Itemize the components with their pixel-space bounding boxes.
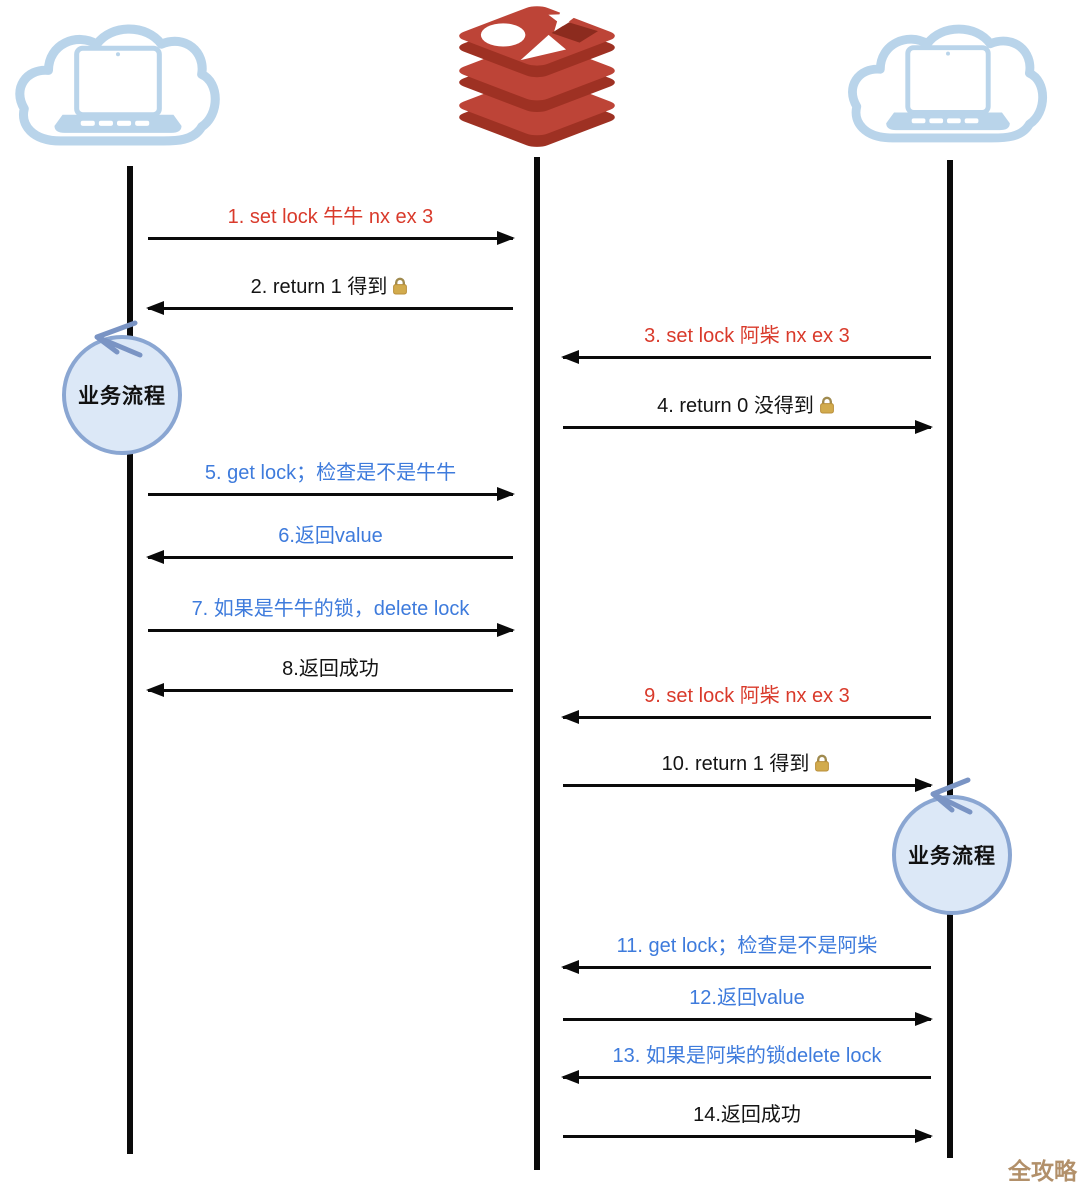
- message-1-arrow: [148, 231, 515, 245]
- message-9-label: 9. set lock 阿柴 nx ex 3: [644, 685, 850, 707]
- redis-ellipse-shape: [480, 23, 526, 47]
- message-7-label: 7. 如果是牛牛的锁，delete lock: [191, 598, 470, 620]
- message-11-arrow: [561, 960, 931, 974]
- process-badge-left: 业务流程: [62, 335, 182, 455]
- keyboard-keys: [911, 118, 979, 124]
- message-10-arrow: [563, 778, 933, 792]
- message-10-label: 10. return 1 得到: [563, 751, 931, 779]
- cloud-laptop-icon: [15, 24, 220, 146]
- process-badge-label: 业务流程: [908, 845, 996, 868]
- lock-icon: [815, 754, 830, 772]
- message-7-arrow: [148, 623, 515, 637]
- loop-arrow-icon: [94, 320, 143, 358]
- message-3-arrow: [561, 350, 931, 364]
- redis-logo-icon: [459, 3, 615, 147]
- message-8-arrow: [146, 683, 513, 697]
- message-2-arrow: [146, 301, 513, 315]
- lifeline-redis: [534, 157, 540, 1170]
- message-12-label: 12.返回value: [689, 987, 805, 1009]
- message-3-label: 3. set lock 阿柴 nx ex 3: [644, 325, 850, 347]
- message-13-arrow: [561, 1070, 931, 1084]
- process-badge-label: 业务流程: [78, 385, 166, 408]
- message-6-label: 6.返回value: [278, 525, 383, 547]
- lock-icon: [393, 277, 408, 295]
- redis-triangle-shape: [520, 34, 567, 61]
- loop-arrow-icon: [930, 777, 973, 815]
- message-4-arrow: [563, 420, 933, 434]
- message-12-arrow: [563, 1012, 933, 1026]
- message-8-label: 8.返回成功: [282, 658, 379, 680]
- message-9-arrow: [561, 710, 931, 724]
- redis-hole-shape: [551, 22, 598, 43]
- message-6-arrow: [146, 550, 513, 564]
- message-14-arrow: [563, 1129, 933, 1143]
- message-14-label: 14.返回成功: [693, 1104, 801, 1126]
- keyboard-keys: [80, 120, 150, 126]
- message-13-label: 13. 如果是阿柴的锁delete lock: [612, 1045, 882, 1067]
- message-5-label: 5. get lock；检查是不是牛牛: [204, 462, 457, 484]
- message-11-label: 11. get lock；检查是不是阿柴: [616, 935, 878, 957]
- message-2-label: 2. return 1 得到: [148, 274, 513, 302]
- cloud-laptop-icon: [848, 24, 1047, 143]
- message-5-arrow: [148, 487, 515, 501]
- camera-dot-icon: [115, 52, 121, 57]
- redis-star-shape: [548, 3, 578, 32]
- process-badge-right: 业务流程: [892, 795, 1012, 915]
- lock-icon: [819, 396, 834, 414]
- message-4-label: 4. return 0 没得到: [563, 393, 931, 421]
- watermark: 全攻略: [1008, 1158, 1077, 1184]
- camera-dot-icon: [946, 51, 950, 56]
- message-1-label: 1. set lock 牛牛 nx ex 3: [227, 206, 434, 228]
- lifeline-right-client: [947, 160, 953, 1158]
- lifeline-left-client: [127, 166, 133, 1154]
